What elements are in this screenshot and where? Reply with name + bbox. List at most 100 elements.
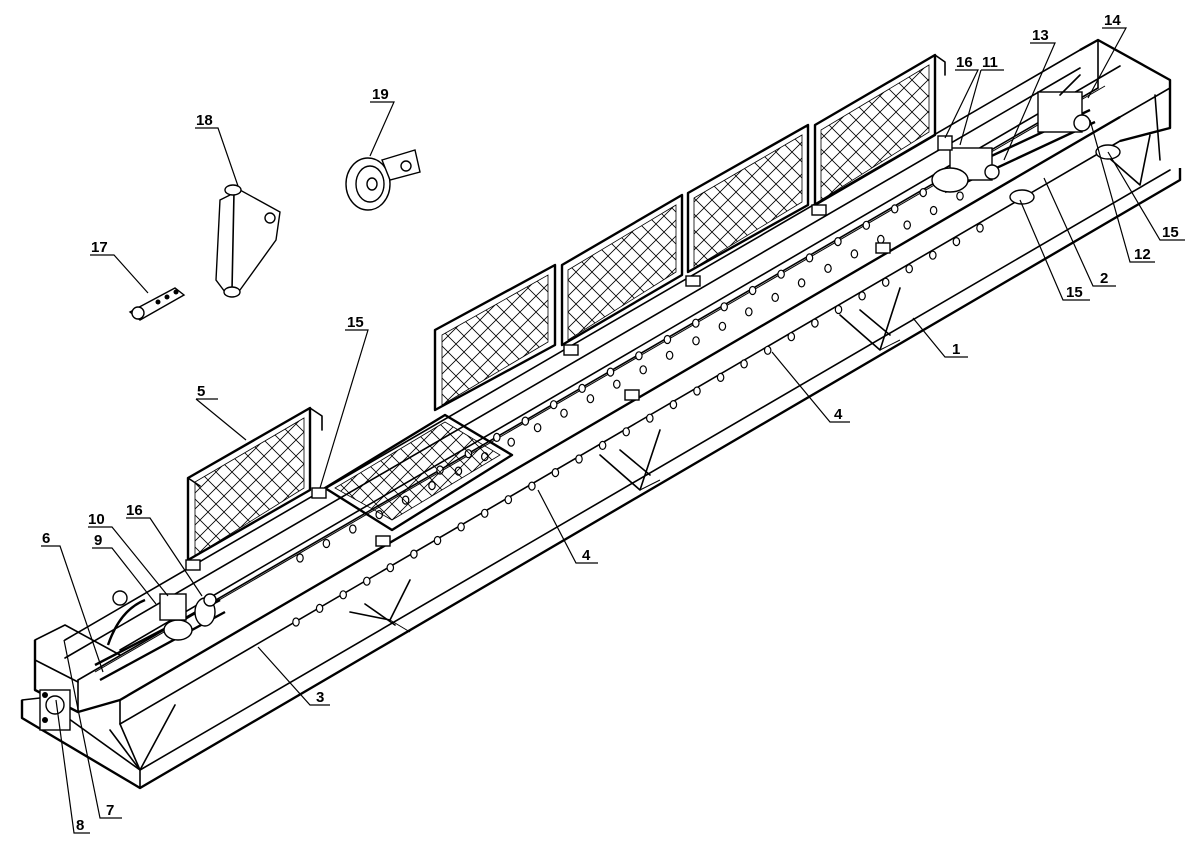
beam-hole bbox=[410, 549, 418, 559]
beam-hole bbox=[720, 302, 729, 312]
callout-5: 5 bbox=[197, 383, 205, 400]
beam-hole bbox=[492, 432, 501, 442]
beam-hole bbox=[976, 223, 984, 233]
callout-16b: 16 bbox=[956, 54, 973, 71]
beam-hole bbox=[905, 264, 914, 274]
beam-hole bbox=[787, 332, 796, 342]
beam-hole bbox=[876, 234, 885, 244]
left-drive-assembly bbox=[39, 590, 226, 731]
beam-hole bbox=[386, 563, 395, 573]
callout-1: 1 bbox=[952, 341, 960, 358]
beam-hole bbox=[663, 334, 672, 345]
callout-6: 6 bbox=[42, 530, 50, 547]
beam-hole bbox=[805, 253, 814, 263]
beam-hole bbox=[850, 249, 859, 259]
leader-lines bbox=[41, 27, 1185, 834]
beam-hole bbox=[639, 365, 648, 375]
beam-hole bbox=[824, 263, 832, 273]
beam-hole bbox=[339, 590, 348, 600]
guard-panels bbox=[185, 53, 946, 571]
beam-hole bbox=[834, 304, 843, 315]
beam-hole bbox=[598, 440, 607, 450]
beam-hole bbox=[834, 237, 842, 247]
callout-18: 18 bbox=[196, 112, 213, 129]
callout-15a: 15 bbox=[347, 314, 364, 331]
beam-hole bbox=[622, 427, 631, 437]
beam-hole bbox=[919, 188, 928, 198]
beam-hole bbox=[606, 367, 615, 377]
beam-hole bbox=[777, 269, 785, 279]
callout-3: 3 bbox=[316, 689, 324, 706]
beam-hole bbox=[771, 292, 780, 302]
beam-hole bbox=[480, 508, 489, 518]
beam-hole bbox=[862, 220, 871, 230]
callout-9: 9 bbox=[94, 532, 102, 549]
callout-19: 19 bbox=[372, 86, 389, 103]
beam-hole bbox=[929, 205, 938, 216]
beam-hole bbox=[549, 400, 558, 410]
right-drive-assembly bbox=[931, 74, 1161, 205]
beam-hole bbox=[952, 237, 961, 247]
beam-hole bbox=[881, 277, 890, 287]
beam-hole bbox=[665, 350, 674, 360]
part-17-clamp bbox=[128, 287, 186, 321]
callout-13: 13 bbox=[1032, 27, 1049, 44]
beam-hole bbox=[296, 553, 304, 563]
callout-12: 12 bbox=[1134, 246, 1151, 263]
part-19-roller bbox=[345, 149, 421, 211]
callout-15b: 15 bbox=[1066, 284, 1083, 301]
beam-hole bbox=[521, 416, 530, 426]
beam-hole bbox=[669, 400, 678, 410]
beam-hole bbox=[612, 379, 621, 389]
callout-10: 10 bbox=[88, 511, 105, 528]
beam-hole bbox=[691, 318, 700, 328]
beam-holes bbox=[292, 155, 984, 627]
beam-hole bbox=[858, 291, 866, 301]
beam-hole bbox=[457, 522, 465, 532]
beam-hole bbox=[718, 321, 727, 331]
callout-16a: 16 bbox=[126, 502, 143, 519]
callout-17: 17 bbox=[91, 239, 108, 256]
beam-hole bbox=[533, 423, 542, 433]
beam-hole bbox=[890, 204, 899, 214]
beam-hole bbox=[763, 345, 772, 355]
beam-hole bbox=[315, 603, 324, 614]
beam-hole bbox=[528, 481, 536, 491]
beam-hole bbox=[635, 351, 643, 361]
callout-11: 11 bbox=[982, 54, 998, 71]
beam-hole bbox=[811, 318, 819, 328]
beam-hole bbox=[956, 191, 964, 201]
beam-hole bbox=[744, 307, 753, 317]
callout-14: 14 bbox=[1104, 12, 1121, 29]
beam-hole bbox=[348, 524, 357, 534]
main-frame bbox=[20, 38, 1182, 790]
part-18-hinge-bracket bbox=[215, 184, 281, 298]
callout-2: 2 bbox=[1100, 270, 1108, 287]
beam-hole bbox=[645, 413, 654, 423]
callout-15c: 15 bbox=[1162, 224, 1179, 241]
beam-hole bbox=[740, 359, 748, 369]
beam-hole bbox=[692, 336, 700, 346]
beam-hole bbox=[797, 278, 806, 288]
callout-8: 8 bbox=[76, 817, 84, 834]
beam-hole bbox=[693, 386, 701, 396]
callout-4a: 4 bbox=[582, 547, 591, 564]
beam-hole bbox=[507, 437, 516, 447]
beam-hole bbox=[578, 383, 586, 393]
beam-hole bbox=[322, 538, 331, 549]
beam-hole bbox=[560, 408, 568, 418]
beam-hole bbox=[748, 285, 757, 296]
beam-hole bbox=[504, 495, 513, 505]
callout-4b: 4 bbox=[834, 406, 843, 423]
beam-hole bbox=[903, 220, 912, 230]
beam-hole bbox=[551, 468, 560, 478]
beam-hole bbox=[433, 535, 442, 546]
beam-hole bbox=[586, 394, 595, 404]
beam-hole bbox=[575, 454, 583, 464]
beam-hole bbox=[928, 250, 937, 260]
beam-hole bbox=[716, 372, 725, 382]
beam-hole bbox=[292, 617, 300, 627]
beam-hole bbox=[362, 576, 371, 586]
callout-7: 7 bbox=[106, 802, 114, 819]
